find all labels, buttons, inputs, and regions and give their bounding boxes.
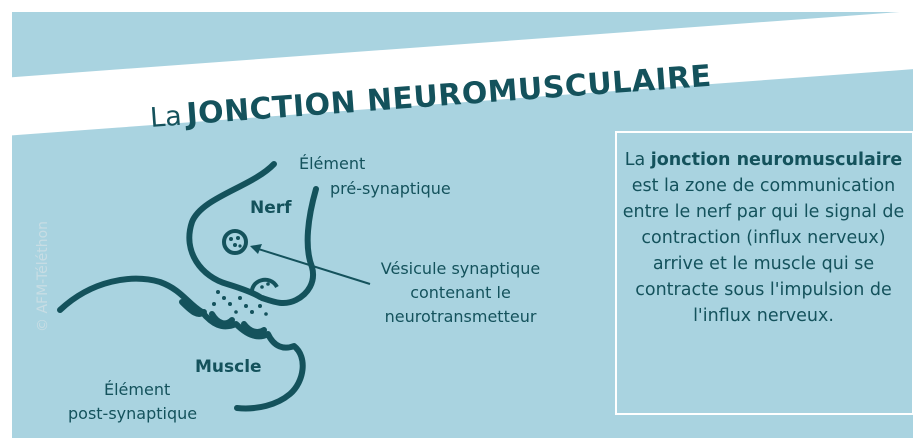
- pre-synaptic-label-line1: Élément: [299, 153, 365, 174]
- vesicle-label-line3: neurotransmetteur: [368, 306, 553, 327]
- diagram-canvas: La JONCTION NEUROMUSCULAIRE © AFM-Téléth…: [12, 12, 913, 438]
- vesicle-label-line2: contenant le: [368, 282, 553, 303]
- nerve-label: Nerf: [250, 198, 292, 219]
- post-synaptic-label-line1: Élément: [104, 379, 170, 400]
- post-synaptic-label-line2: post-synaptique: [68, 403, 197, 424]
- info-text-after: est la zone de communication entre le ne…: [623, 176, 904, 326]
- pre-synaptic-label-line2: pré-synaptique: [330, 178, 451, 199]
- vesicle-label-line1: Vésicule synaptique: [368, 258, 553, 279]
- info-text: La jonction neuromusculaire est la zone …: [617, 147, 910, 329]
- synaptic-vesicle: [224, 231, 246, 253]
- muscle-label: Muscle: [195, 357, 262, 378]
- info-text-before: La: [625, 150, 651, 170]
- info-text-bold: jonction neuromusculaire: [651, 150, 902, 170]
